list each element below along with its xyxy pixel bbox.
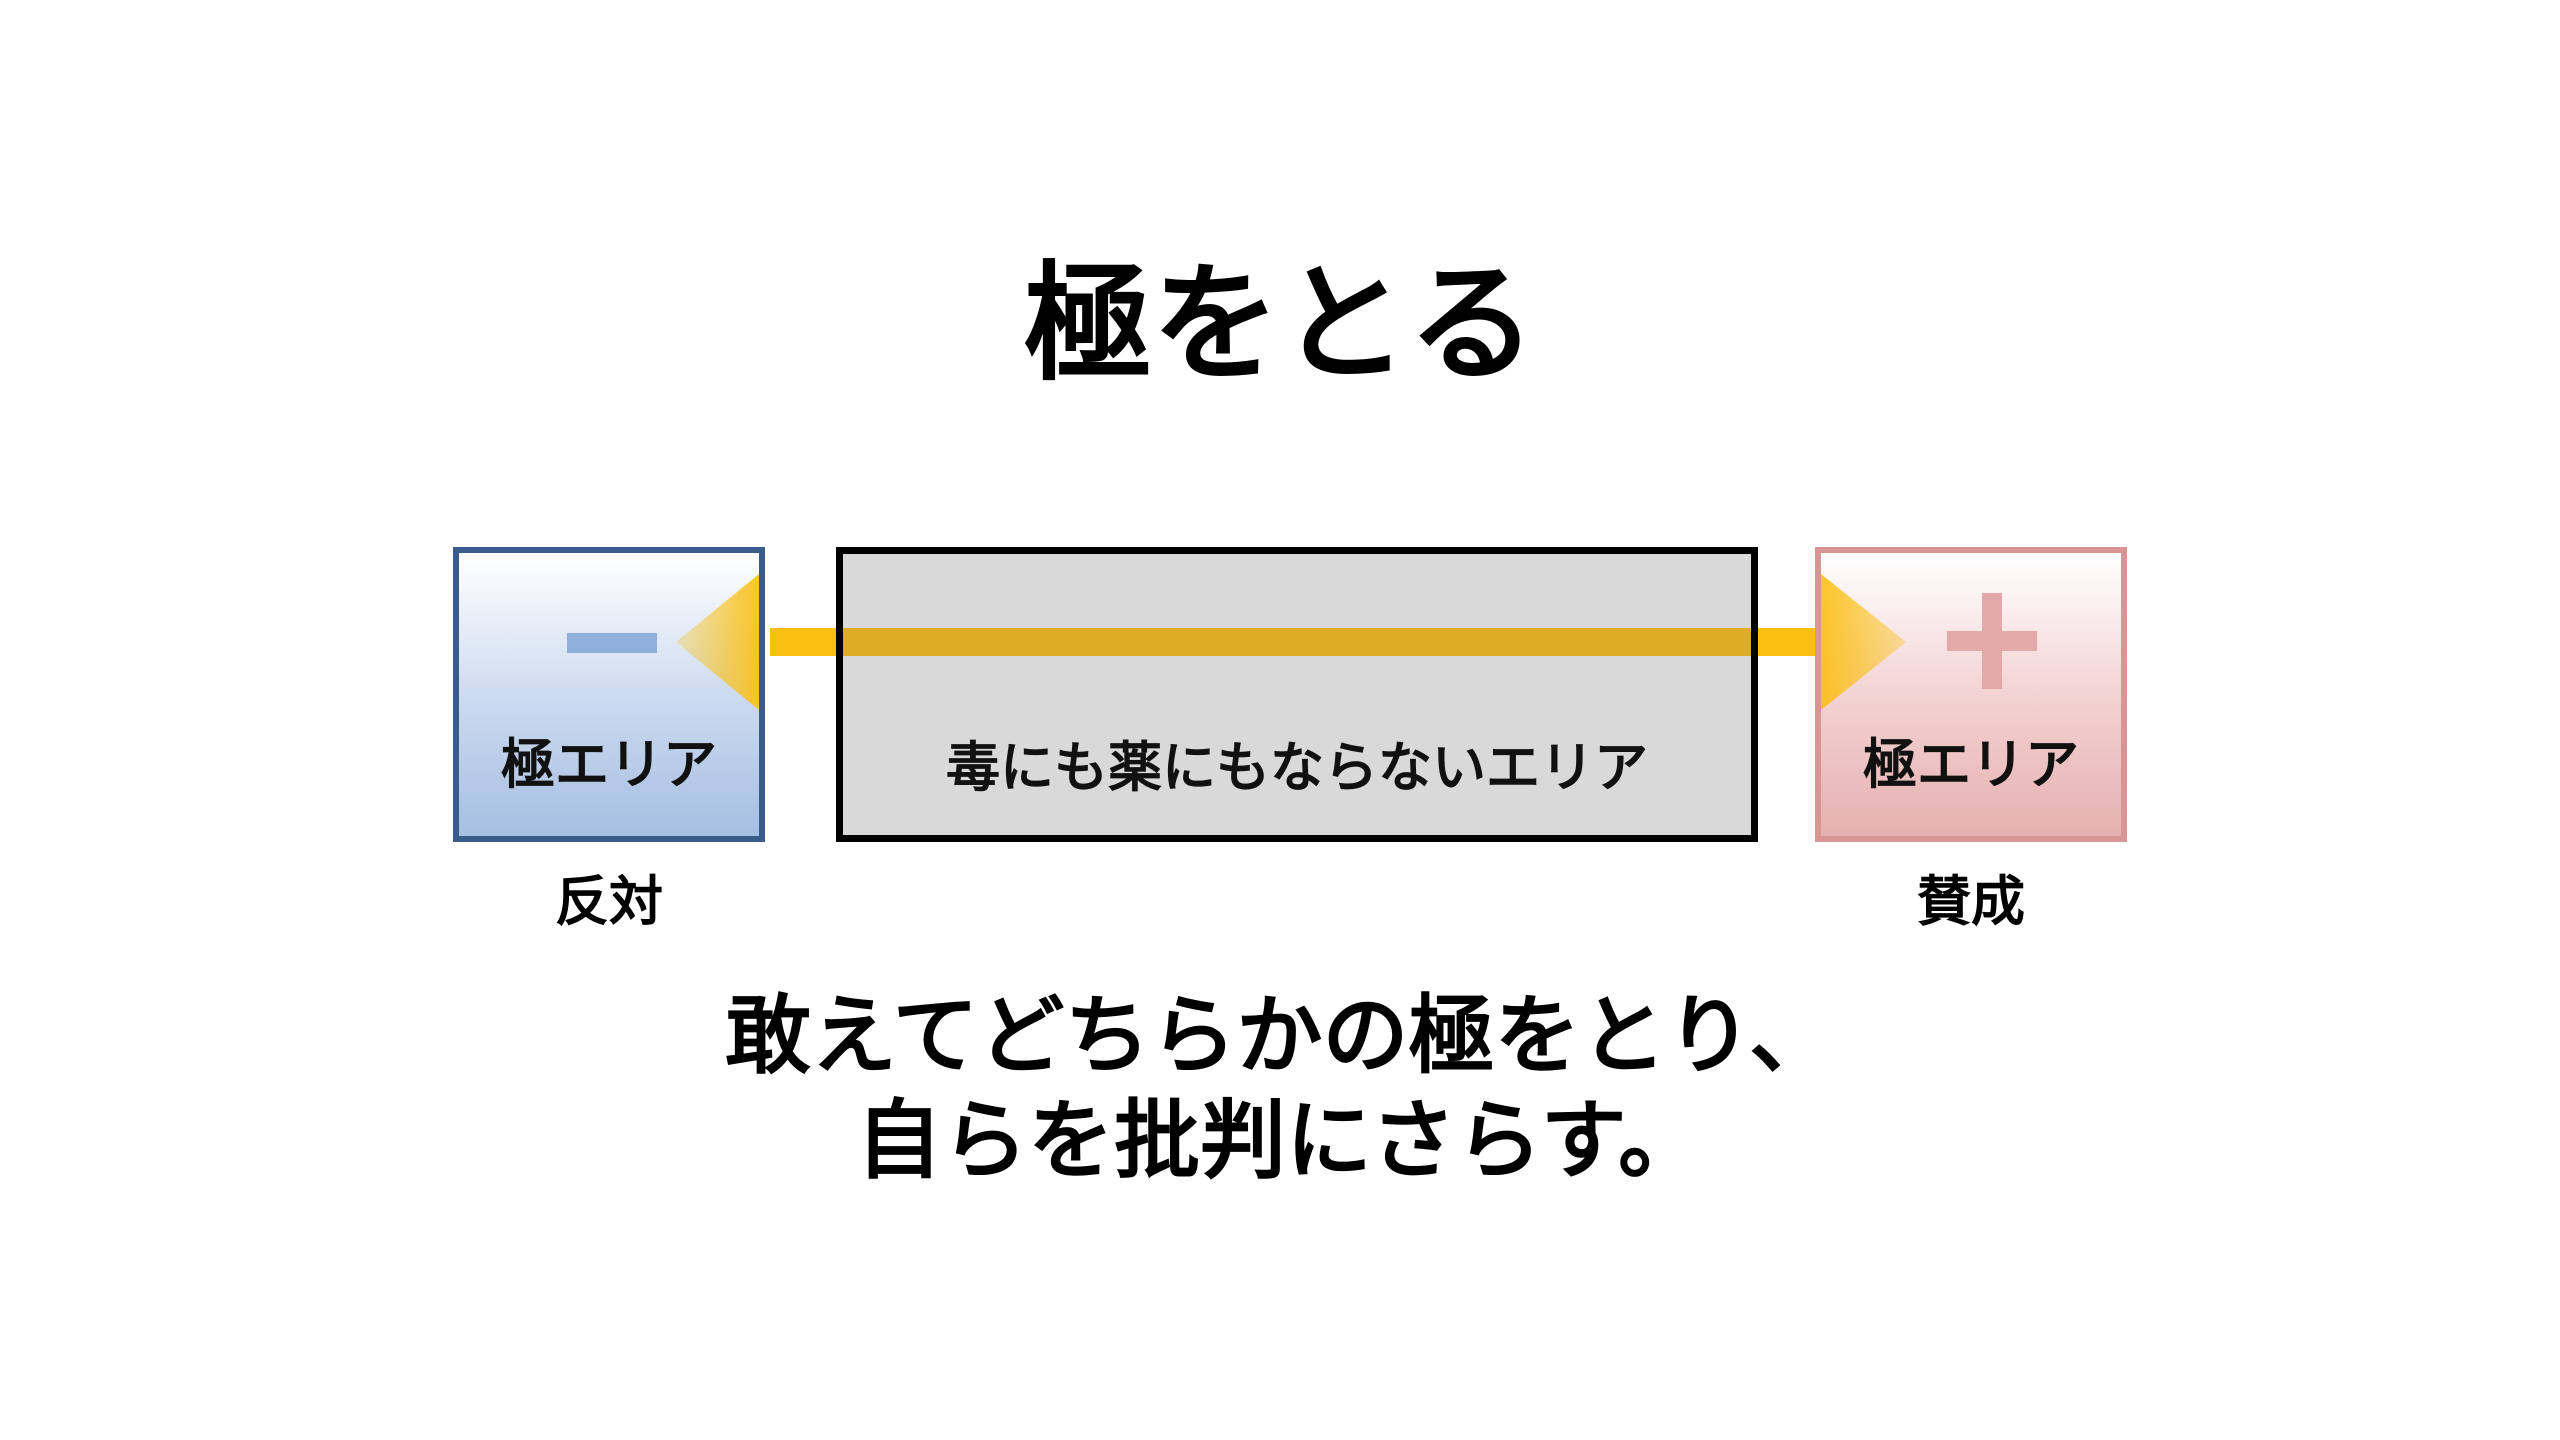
minus-pole-box: 極エリア xyxy=(453,547,765,842)
neutral-area-label: 毒にも薬にもならないエリア xyxy=(946,736,1648,800)
plus-icon xyxy=(1947,593,2037,689)
slide-title: 極をとる xyxy=(1023,250,1536,399)
axis-line-through-neutral xyxy=(843,628,1751,656)
message-line-1: 敢えてどちらかの極をとり、 xyxy=(724,986,1836,1086)
agree-caption: 賛成 xyxy=(1917,870,2025,933)
neutral-area-box: 毒にも薬にもならないエリア xyxy=(836,547,1758,842)
oppose-caption: 反対 xyxy=(555,870,663,933)
plus-pole-label: 極エリア xyxy=(1863,733,2079,797)
plus-pole-box: 極エリア xyxy=(1815,547,2127,842)
message-line-2: 自らを批判にさらす。 xyxy=(856,1091,1704,1191)
minus-icon xyxy=(567,633,657,653)
minus-pole-label: 極エリア xyxy=(501,733,717,797)
